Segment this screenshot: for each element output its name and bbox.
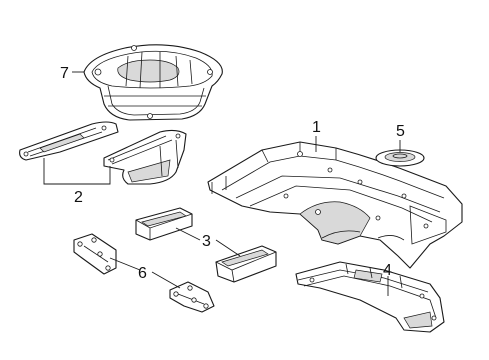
rear-floor-pan-part[interactable] [207, 141, 463, 269]
callout-3: 3 [202, 233, 211, 250]
leader-3-upper [175, 227, 201, 241]
floor-reinforcement-right-part[interactable] [103, 129, 187, 185]
leader-3-lower [215, 239, 241, 257]
floor-plug-part[interactable] [375, 149, 425, 167]
crossmember-bracket-upper-part[interactable] [135, 207, 193, 241]
leader-6-upper [109, 257, 141, 271]
callout-5: 5 [396, 123, 405, 140]
floor-reinforcement-left-part[interactable] [19, 121, 119, 161]
crossmember-bracket-lower-part[interactable] [215, 245, 277, 283]
mounting-bracket-lower-part[interactable] [169, 281, 215, 313]
leader-6-lower [151, 271, 181, 289]
callout-6: 6 [138, 265, 147, 282]
mounting-bracket-upper-part[interactable] [73, 233, 117, 275]
leader-2 [43, 158, 111, 185]
callout-2: 2 [74, 189, 83, 206]
spare-wheel-well-part[interactable] [83, 44, 223, 121]
callout-7: 7 [60, 65, 69, 82]
callout-4: 4 [383, 262, 392, 279]
leader-lines [43, 71, 401, 296]
rear-rail-part[interactable] [295, 261, 445, 333]
callout-1: 1 [312, 119, 321, 136]
